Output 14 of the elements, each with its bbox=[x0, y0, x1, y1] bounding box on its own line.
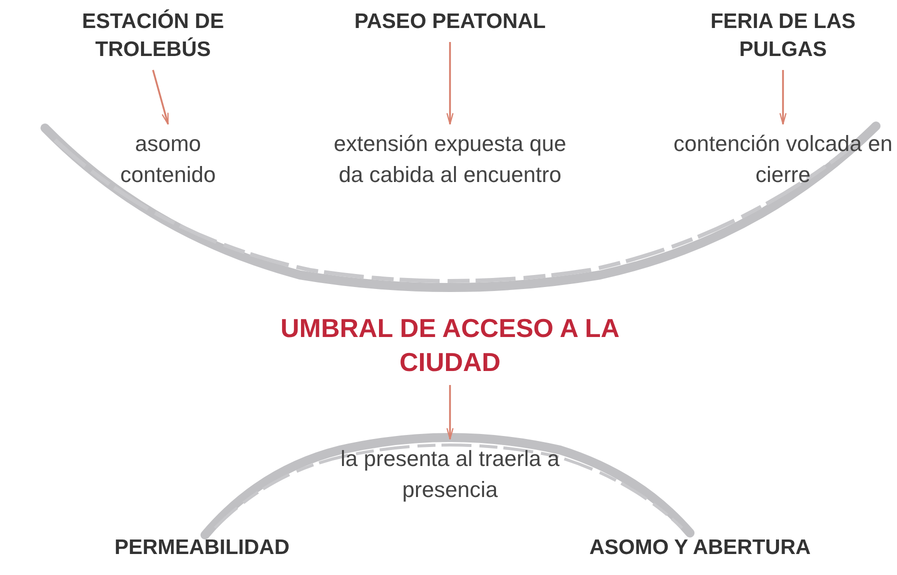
description-text: asomo contenido bbox=[119, 130, 217, 189]
heading-text: FERIA DE LAS PULGAS bbox=[709, 9, 857, 63]
category-label: PERMEABILIDAD bbox=[114, 535, 290, 561]
description-text: extensión expuesta que da cabida al encuentro bbox=[332, 130, 568, 189]
description-text: la presenta al traerla a presencia bbox=[340, 445, 560, 504]
category-label: ASOMO Y ABERTURA bbox=[589, 535, 811, 561]
arrow bbox=[152, 70, 169, 125]
central-heading: UMBRAL DE ACCESO A LA CIUDAD bbox=[280, 312, 620, 379]
arrow bbox=[446, 42, 454, 125]
description-text: contención volcada en cierre bbox=[672, 130, 894, 189]
heading-text: ESTACIÓN DE TROLEBÚS bbox=[81, 8, 225, 63]
arrow bbox=[446, 385, 454, 440]
arrow bbox=[779, 70, 787, 125]
heading-text: PASEO PEATONAL bbox=[353, 9, 547, 35]
